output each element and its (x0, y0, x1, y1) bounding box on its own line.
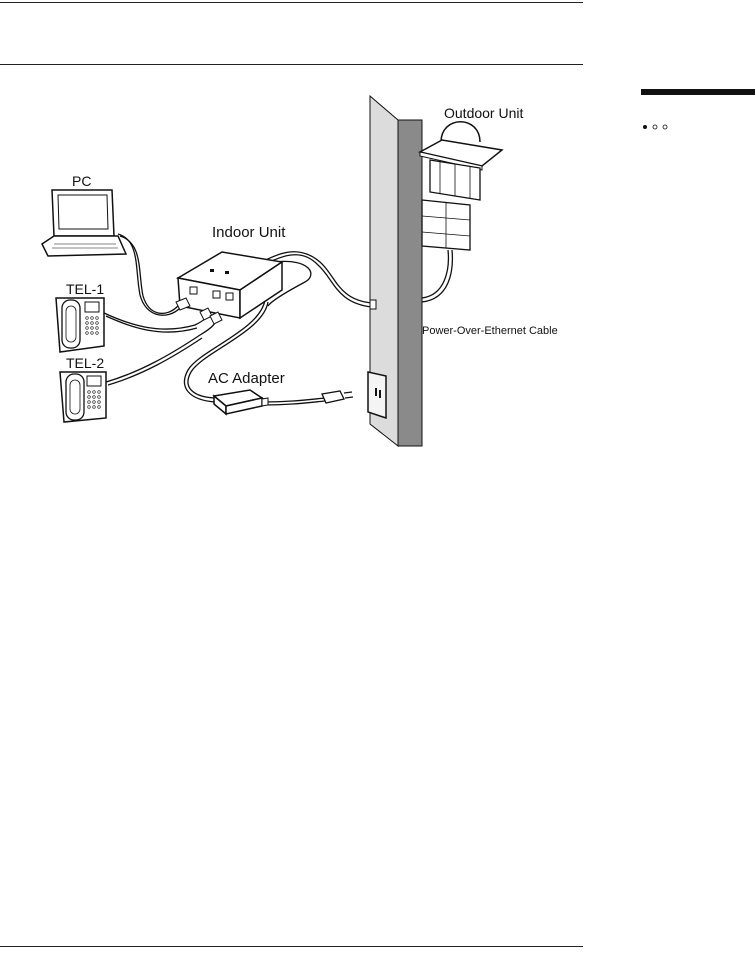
label-tel1: TEL-1 (66, 281, 104, 297)
label-ac-adapter: AC Adapter (208, 370, 285, 387)
outdoor-unit-icon (420, 122, 502, 250)
laptop-pc-icon (42, 190, 126, 256)
label-tel2: TEL-2 (66, 355, 104, 371)
wall-outlet (368, 372, 386, 418)
power-plug-icon (322, 391, 353, 403)
pc-cable (118, 234, 180, 315)
label-indoor-unit: Indoor Unit (212, 224, 286, 241)
label-outdoor-unit: Outdoor Unit (444, 105, 523, 121)
telephone-1-icon (56, 298, 104, 352)
label-pc: PC (72, 173, 91, 189)
tel2-cable (106, 318, 216, 382)
ac-adapter-icon (214, 390, 268, 414)
poe-cable-outdoor (422, 250, 448, 298)
label-poe-cable: Power-Over-Ethernet Cable (422, 325, 558, 337)
telephone-2-icon (60, 372, 106, 422)
